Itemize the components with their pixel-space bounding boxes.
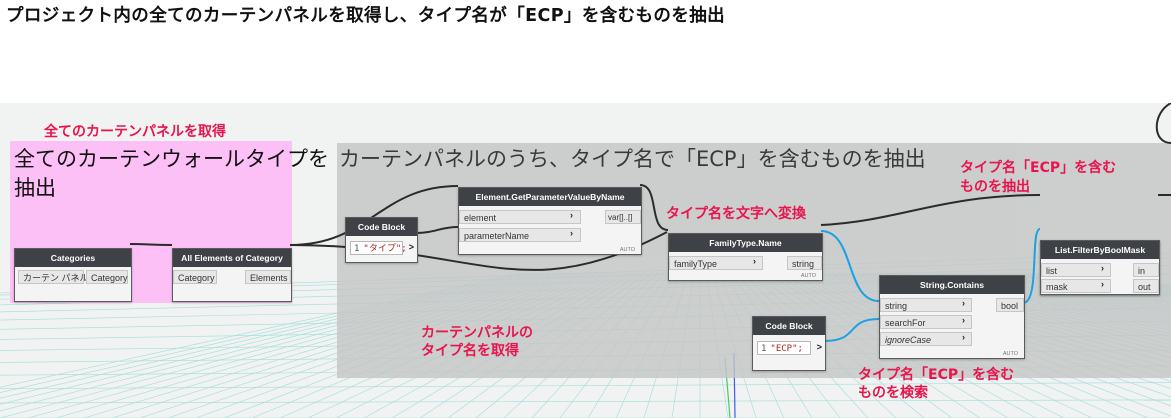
chevron-right-icon: › <box>962 332 965 342</box>
chevron-right-icon: › <box>962 315 965 325</box>
code-editor[interactable]: 1"ECP"; <box>757 341 811 355</box>
node-categories[interactable]: Categories カーテン パネル ⌄ Category <box>14 248 132 302</box>
code-editor[interactable]: 1"タイプ"; <box>350 241 407 255</box>
lacing-label: AUTO <box>1002 351 1018 357</box>
node-all-elements-of-category[interactable]: All Elements of Category Category Elemen… <box>172 248 292 302</box>
wire-ecp-to-searchfor <box>823 318 880 342</box>
wire-to-list <box>820 194 1041 226</box>
annotation-get-type-name-2: タイプ名を取得 <box>421 343 519 359</box>
chevron-right-icon: › <box>1101 263 1104 273</box>
lacing-label: AUTO <box>800 273 816 279</box>
annotation-extract-2: ものを抽出 <box>960 179 1030 195</box>
wire-code-to-param <box>415 226 459 234</box>
input-port-mask[interactable]: mask <box>1041 279 1111 293</box>
node-title: FamilyType.Name <box>669 234 822 252</box>
group-title-line2: 抽出 <box>14 176 56 200</box>
input-port-element[interactable]: element <box>459 210 581 224</box>
output-port-out[interactable]: out <box>1133 279 1159 293</box>
input-port-ignore-case[interactable]: ignoreCase <box>880 332 972 346</box>
node-code-block-ecp[interactable]: Code Block 1"ECP"; > <box>752 316 826 371</box>
annotation-get-all-panels: 全てのカーテンパネルを取得 <box>44 124 226 140</box>
output-port-in[interactable]: in <box>1133 263 1159 277</box>
output-port[interactable]: > <box>816 342 822 352</box>
input-port-string[interactable]: string <box>880 298 972 312</box>
output-port[interactable]: > <box>408 242 414 252</box>
annotation-type-to-string: タイプ名を文字へ変換 <box>666 206 806 222</box>
chevron-right-icon: › <box>570 228 573 238</box>
chevron-right-icon: › <box>753 256 756 266</box>
node-title: Categories <box>15 249 131 267</box>
input-port-list[interactable]: list <box>1041 263 1111 277</box>
node-title: List.FilterByBoolMask <box>1041 241 1159 259</box>
dropdown-value: カーテン パネル <box>23 273 89 283</box>
node-title: Code Block <box>346 218 417 236</box>
output-port-bool[interactable]: bool <box>996 298 1024 312</box>
output-port-string[interactable]: string <box>787 256 822 270</box>
output-port-var[interactable]: var[]..[] <box>605 210 641 224</box>
page-title: プロジェクト内の全てのカーテンパネルを取得し、タイプ名が「ECP」を含むものを抽… <box>6 6 726 26</box>
wire-var-to-familytype <box>639 184 669 231</box>
category-dropdown[interactable]: カーテン パネル ⌄ <box>18 270 89 284</box>
node-title: All Elements of Category <box>173 249 291 267</box>
wire-category <box>129 243 173 246</box>
chevron-right-icon: › <box>962 298 965 308</box>
input-port-parameter-name[interactable]: parameterName <box>459 228 581 242</box>
output-port-category[interactable]: Category <box>86 270 128 284</box>
graph-canvas[interactable]: 全てのカーテンウォールタイプを 抽出 カーテンパネルのうち、タイプ名で「ECP」… <box>0 103 1171 418</box>
annotation-extract-1: タイプ名「ECP」を含む <box>960 160 1117 176</box>
input-port-family-type[interactable]: familyType <box>669 256 763 270</box>
chevron-down-icon: ⌄ <box>74 274 80 281</box>
node-code-block-type[interactable]: Code Block 1"タイプ"; > <box>345 217 418 263</box>
chevron-right-icon: › <box>570 210 573 220</box>
node-title: Code Block <box>753 317 825 335</box>
code-text: "タイプ"; <box>363 244 407 254</box>
group-title-line1: 全てのカーテンウォールタイプを <box>14 147 329 171</box>
output-port-elements[interactable]: Elements <box>245 270 291 284</box>
wire-bool-to-mask <box>1022 228 1041 304</box>
group-title: カーテンパネルのうち、タイプ名で「ECP」を含むものを抽出 <box>339 147 926 171</box>
wire-elements-to-element <box>289 185 459 246</box>
wire-top-right <box>1155 103 1171 144</box>
annotation-search-1: タイプ名「ECP」を含む <box>858 367 1015 383</box>
lacing-label: AUTO <box>619 247 635 253</box>
line-number: 1 <box>761 344 767 354</box>
node-family-type-name[interactable]: FamilyType.Name familyType › string AUTO <box>668 233 823 281</box>
code-text: "ECP"; <box>770 344 803 354</box>
node-filter-by-bool-mask[interactable]: List.FilterByBoolMask list › mask › in o… <box>1040 240 1160 295</box>
node-get-parameter-value-by-name[interactable]: Element.GetParameterValueByName element … <box>458 187 642 255</box>
node-title: String.Contains <box>880 276 1024 294</box>
input-port-search-for[interactable]: searchFor <box>880 315 972 329</box>
node-title: Element.GetParameterValueByName <box>459 188 641 206</box>
annotation-search-2: ものを検索 <box>858 385 928 401</box>
wire-string-to-contains <box>820 230 880 302</box>
annotation-get-type-name-1: カーテンパネルの <box>421 325 533 341</box>
node-string-contains[interactable]: String.Contains string › searchFor › ign… <box>879 275 1025 359</box>
input-port-category[interactable]: Category <box>173 270 217 284</box>
wires-layer <box>129 103 1171 342</box>
line-number: 1 <box>354 244 360 254</box>
chevron-right-icon: › <box>1101 279 1104 289</box>
